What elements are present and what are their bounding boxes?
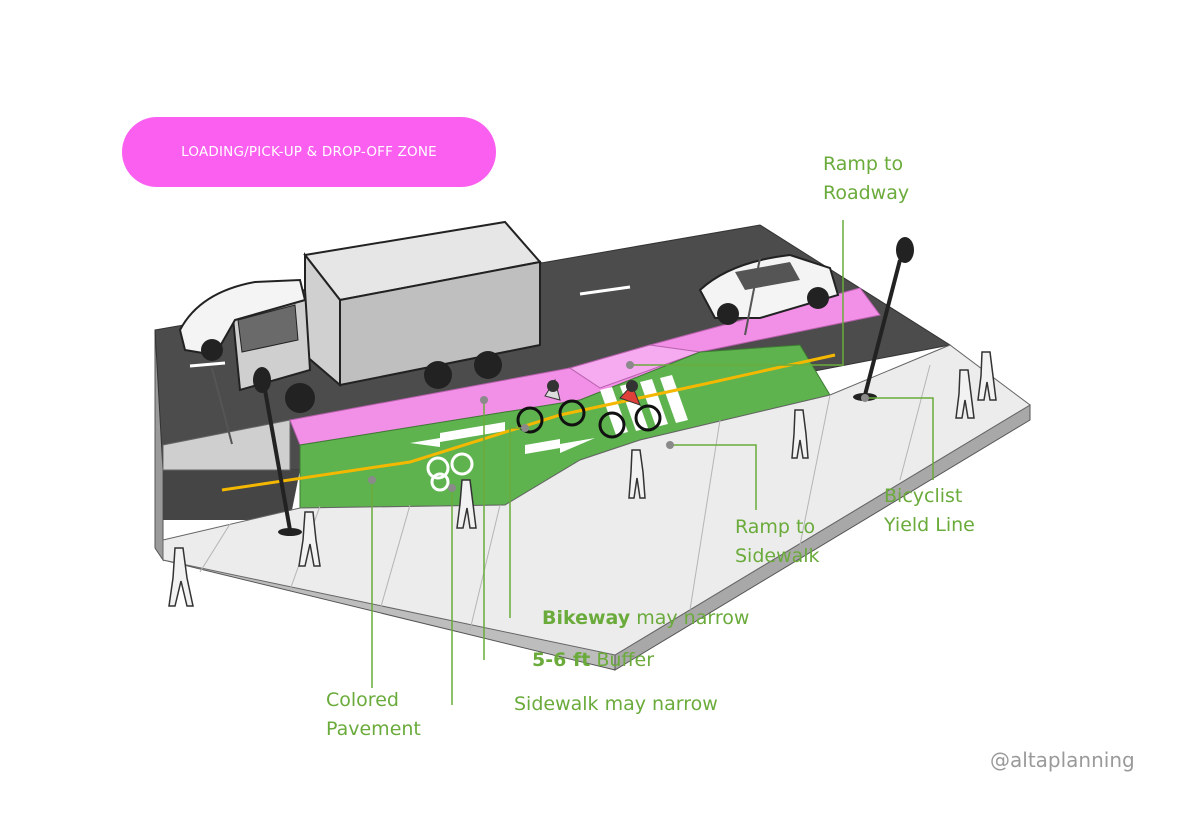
credit-watermark: @altaplanning [990, 748, 1135, 772]
curb-strip [162, 419, 291, 471]
label-bold: 5-6 ft [532, 649, 591, 671]
label-line: Ramp to [823, 153, 904, 175]
label-bold: Bikeway [542, 607, 631, 629]
street-lamp-left [253, 367, 302, 536]
parked-car-right [698, 253, 840, 325]
leader-yield-line [865, 397, 934, 480]
lane-marking [189, 361, 226, 368]
label-bicyclist-yield-line: Bicyclist Yield Line [884, 482, 975, 540]
label-line: Yield Line [884, 514, 975, 536]
leader-ramp-to-sidewalk [670, 444, 757, 510]
leader-ramp-to-roadway [630, 220, 844, 366]
bike-lane-arrows [410, 422, 595, 454]
label-line: Sidewalk [735, 545, 820, 567]
label-line: Pavement [326, 718, 421, 740]
sign-post [211, 367, 233, 445]
parked-car-left [178, 278, 307, 361]
label-rest: may narrow [630, 607, 750, 629]
leader-dots [368, 361, 869, 492]
bike-symbol [426, 452, 474, 492]
label-bikeway-may-narrow: Bikeway may narrow [542, 604, 749, 633]
label-line: Ramp to [735, 516, 816, 538]
label-ramp-to-roadway: Ramp to Roadway [823, 150, 909, 208]
label-rest: Buffer [590, 649, 655, 671]
zone-title: LOADING/PICK-UP & DROP-OFF ZONE [181, 144, 437, 160]
lane-marking [579, 285, 631, 296]
cyclist-left [516, 378, 586, 434]
sign-post [744, 257, 761, 336]
street-lamp-right [853, 237, 914, 401]
label-line: Roadway [823, 182, 910, 204]
label-sidewalk-may-narrow: Sidewalk may narrow [514, 690, 718, 719]
zone-title-pill: LOADING/PICK-UP & DROP-OFF ZONE [122, 117, 496, 187]
leader-bikeway [509, 427, 525, 618]
leader-lines [371, 220, 934, 705]
cyclist-right [598, 380, 662, 439]
label-buffer: 5-6 ft Buffer [532, 646, 654, 675]
label-colored-pavement: Colored Pavement [326, 686, 421, 744]
label-text: Sidewalk may narrow [514, 693, 718, 715]
label-line: Bicyclist [884, 485, 963, 507]
label-ramp-to-sidewalk: Ramp to Sidewalk [735, 513, 820, 571]
pedestrians [168, 351, 997, 607]
label-line: Colored [326, 689, 399, 711]
